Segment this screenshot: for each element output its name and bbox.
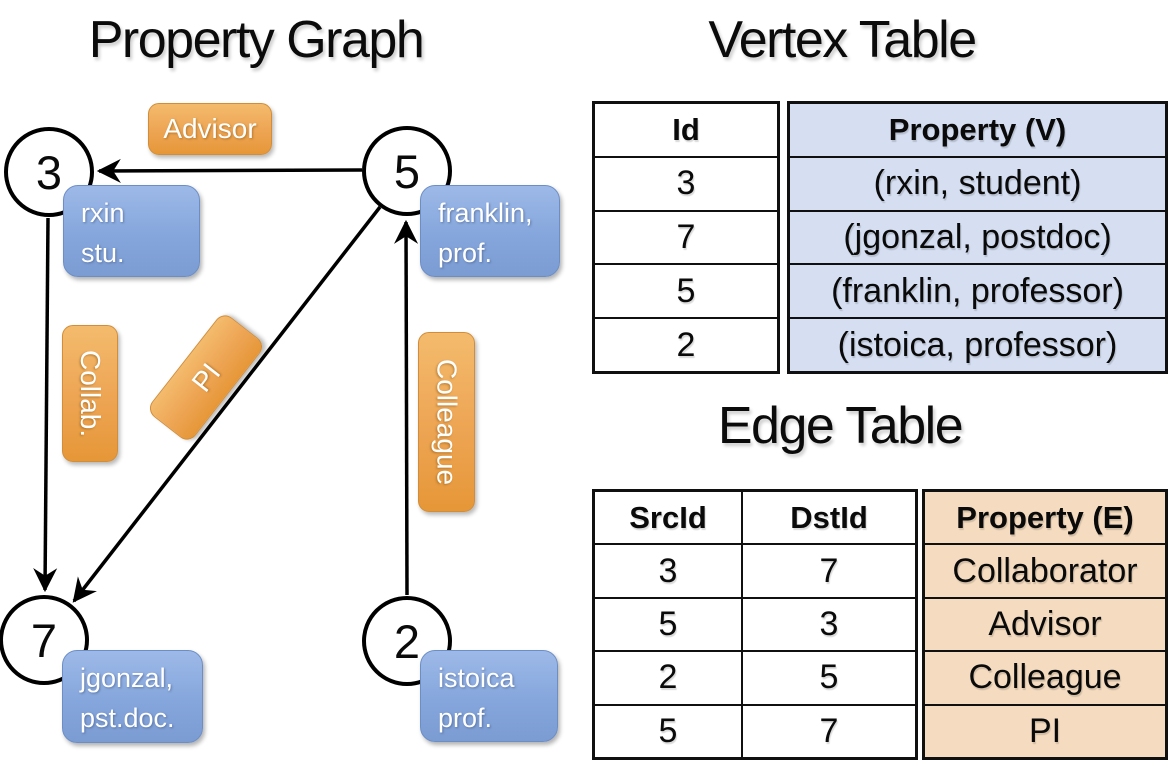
vertex-table-header-id: Id bbox=[595, 104, 777, 158]
vertex-property-box-7: jgonzal, pst.doc. bbox=[62, 650, 203, 743]
edge-table-srcid-cell: 5 bbox=[595, 599, 741, 653]
node-7-id: 7 bbox=[30, 613, 58, 667]
vertex-table-property-cell: (rxin, student) bbox=[790, 158, 1165, 212]
edge-label-collab-text: Collab. bbox=[75, 349, 106, 438]
node-2-id: 2 bbox=[393, 614, 421, 668]
vertex-table-header-property: Property (V) bbox=[790, 104, 1165, 158]
vertex-table-id-cell: 5 bbox=[595, 265, 777, 320]
edge-pi-5-to-7 bbox=[72, 205, 382, 603]
vertex-property-box-5-line2: prof. bbox=[438, 237, 493, 268]
edge-label-advisor: Advisor bbox=[148, 103, 272, 155]
edge-table-dstid-column: DstId 7 3 5 7 bbox=[743, 492, 915, 757]
graph-edges-svg bbox=[33, 158, 419, 603]
vertex-table-id-column: Id 3 7 5 2 bbox=[592, 101, 780, 374]
edge-table-srcid-cell: 2 bbox=[595, 652, 741, 706]
edge-label-collab: Collab. bbox=[62, 325, 118, 462]
edge-label-advisor-text: Advisor bbox=[163, 113, 257, 144]
vertex-property-box-3-line1: rxin bbox=[81, 198, 125, 228]
vertex-table-property-cell: (istoica, professor) bbox=[837, 325, 1118, 364]
vertex-table-property-cell: (jgonzal, postdoc) bbox=[790, 212, 1165, 266]
edge-table-title: Edge Table bbox=[717, 397, 964, 455]
vertex-table-title: Vertex Table bbox=[708, 11, 977, 69]
edge-table-id-columns: SrcId 3 5 2 5 DstId 7 3 5 7 bbox=[592, 489, 918, 760]
vertex-table-id-cell: 7 bbox=[595, 212, 777, 266]
property-graph-title: Property Graph bbox=[88, 11, 425, 69]
node-3-id: 3 bbox=[35, 145, 63, 199]
edge-table-dstid-cell: 3 bbox=[743, 599, 915, 653]
edge-collab-3-to-7 bbox=[33, 217, 58, 593]
vertex-property-box-2: istoica prof. bbox=[420, 650, 558, 742]
edge-label-colleague-text: Colleague bbox=[431, 358, 463, 486]
vertex-table-property-column: Property (V) (rxin, student) (jgonzal, p… bbox=[787, 101, 1168, 374]
edge-table-property-cell: Advisor bbox=[925, 599, 1165, 653]
graph-node-5: 5 bbox=[362, 126, 452, 216]
vertex-table-id-cell: 3 bbox=[595, 158, 777, 212]
vertex-property-box-5: franklin, prof. bbox=[420, 185, 560, 277]
vertex-table-property-cell: (franklin, professor) bbox=[790, 265, 1165, 320]
vertex-table-id-cell: 2 bbox=[676, 325, 696, 364]
edge-table-header-dstid: DstId bbox=[743, 492, 915, 546]
edge-table-srcid-column: SrcId 3 5 2 5 bbox=[595, 492, 743, 757]
edge-table-property-cell: PI bbox=[1028, 711, 1062, 750]
vertex-property-box-3: rxin stu. bbox=[63, 185, 200, 277]
edge-colleague-2-to-5 bbox=[394, 219, 419, 596]
vertex-property-box-7-line2: pst.doc. bbox=[80, 702, 175, 733]
edge-label-colleague: Colleague bbox=[418, 332, 475, 512]
edge-table-dstid-cell: 5 bbox=[743, 652, 915, 706]
vertex-property-box-2-line1: istoica bbox=[438, 663, 515, 693]
vertex-property-box-3-line2: stu. bbox=[81, 237, 125, 268]
edge-table-dstid-cell: 7 bbox=[743, 545, 915, 599]
vertex-property-box-7-line1: jgonzal, bbox=[80, 663, 174, 693]
edge-label-pi-text: PI bbox=[185, 357, 226, 398]
edge-table-header-srcid: SrcId bbox=[595, 492, 741, 546]
edge-table-property-column: Property (E) Collaborator Advisor Collea… bbox=[922, 489, 1168, 760]
edge-advisor-5-to-3 bbox=[96, 158, 363, 183]
vertex-property-box-5-line1: franklin, bbox=[438, 198, 533, 228]
edge-table-srcid-cell: 3 bbox=[595, 545, 741, 599]
vertex-property-box-2-line2: prof. bbox=[438, 702, 493, 733]
node-5-id: 5 bbox=[393, 144, 421, 198]
edge-table-dstid-cell: 7 bbox=[819, 711, 839, 750]
edge-table-srcid-cell: 5 bbox=[658, 711, 678, 750]
edge-table-header-property: Property (E) bbox=[925, 492, 1165, 546]
edge-table-property-cell: Colleague bbox=[925, 652, 1165, 706]
edge-table-property-cell: Collaborator bbox=[925, 545, 1165, 599]
graph-node-2: 2 bbox=[362, 596, 452, 686]
